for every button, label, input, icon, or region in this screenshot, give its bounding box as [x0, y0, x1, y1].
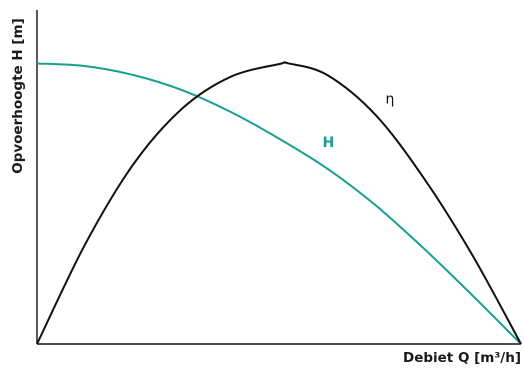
plot-area: [36, 10, 521, 345]
series-line-head: [36, 62, 522, 345]
x-axis-title: Debiet Q [m³/h]: [403, 350, 521, 366]
series-line-efficiency: [36, 61, 522, 345]
y-axis-title: Opvoerhoogte H [m]: [10, 18, 26, 174]
series-label-head: H: [323, 135, 335, 151]
series-layer: Hη: [36, 61, 522, 345]
series-label-efficiency: η: [385, 92, 394, 108]
